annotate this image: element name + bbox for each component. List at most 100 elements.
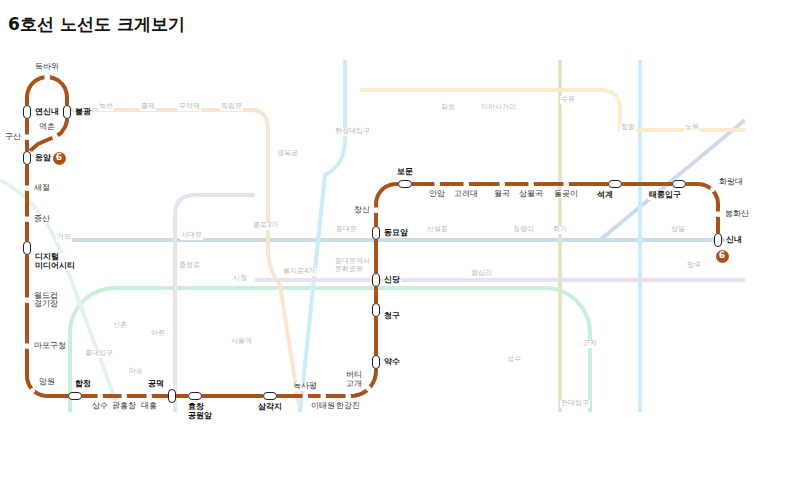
station-dot: 광흥창 xyxy=(122,394,127,399)
station-dot: 망원 xyxy=(30,388,35,393)
background-station-name: 동대문역사 문화공원 xyxy=(334,258,371,273)
background-station-name: 청량리 xyxy=(512,226,535,234)
background-station-name: 녹번 xyxy=(98,103,114,111)
transfer-station-marker: 보문 xyxy=(398,180,412,188)
background-line xyxy=(255,278,745,282)
station-name: 이태원 xyxy=(310,402,336,410)
line-segment xyxy=(469,182,500,186)
station-dot: 버티 고개 xyxy=(366,386,371,391)
line-segment xyxy=(31,138,53,151)
transfer-station-marker: 신당 xyxy=(372,273,380,287)
line-segment xyxy=(35,392,68,396)
station-dot: 창신 xyxy=(374,208,379,213)
station-dot: 월드컵 경기장 xyxy=(25,298,30,303)
background-station-name: 한성대입구 xyxy=(334,128,371,136)
line-segment xyxy=(50,77,68,105)
station-dot: 새절 xyxy=(25,186,30,191)
station-dot: 역촌 xyxy=(53,135,58,140)
station-name: 신내 xyxy=(725,236,743,245)
transfer-station-marker: 삼각지 xyxy=(263,392,277,400)
line-segment xyxy=(622,182,672,186)
station-dot: 안암 xyxy=(435,182,440,187)
transfer-station-marker: 합정 xyxy=(68,392,82,400)
line-segment xyxy=(371,369,376,386)
line-segment xyxy=(374,240,378,273)
station-name: 녹사평 xyxy=(292,382,318,390)
line-segment xyxy=(58,119,68,135)
transfer-station-marker: 약수 xyxy=(372,355,380,369)
background-station-name: 수유 xyxy=(560,96,576,104)
station-dot: 상수 xyxy=(98,394,103,399)
line-segment xyxy=(152,394,169,398)
station-name: 디지털 미디어시티 xyxy=(34,253,76,271)
background-line xyxy=(558,60,562,412)
line-segment xyxy=(351,391,367,396)
station-name: 구산 xyxy=(4,133,22,141)
line-segment xyxy=(25,140,29,152)
station-name: 광흥창 xyxy=(111,402,137,410)
line-segment xyxy=(569,182,609,186)
transfer-station-marker: 불광 xyxy=(63,105,71,119)
background-station-name: 가좌 xyxy=(56,234,72,242)
background-station-name: 상봉 xyxy=(670,226,686,234)
station-name: 응암 xyxy=(34,154,52,163)
background-line xyxy=(638,60,642,412)
background-station-name: 무악재 xyxy=(178,103,201,111)
station-dot: 구산 xyxy=(25,135,30,140)
station-dot: 화랑대 xyxy=(710,187,715,192)
background-station-name: 홍대입구 xyxy=(84,350,114,358)
line-segment xyxy=(326,394,346,398)
background-station-name: 신촌 xyxy=(112,322,128,330)
station-name: 마포구청 xyxy=(33,342,67,350)
station-name: 망원 xyxy=(38,378,56,386)
background-station-name: 망우 xyxy=(686,262,702,270)
station-name: 월드컵 경기장 xyxy=(33,292,59,309)
background-station-name: 회기 xyxy=(552,226,568,234)
station-dot: 녹사평 xyxy=(303,394,308,399)
line-segment xyxy=(374,317,378,355)
line-segment xyxy=(440,182,464,186)
background-station-name: 길음 xyxy=(440,104,456,112)
station-dot: 월곡 xyxy=(500,182,505,187)
station-dot: 증산 xyxy=(25,217,30,222)
station-dot: 돌곶이 xyxy=(564,182,569,187)
background-station-name: 경복궁 xyxy=(276,150,299,158)
station-name: 합정 xyxy=(74,380,92,389)
line-segment xyxy=(25,255,29,298)
station-name: 고려대 xyxy=(453,190,479,198)
line-segment xyxy=(27,77,45,105)
background-line xyxy=(70,288,590,412)
line-badge: 6 xyxy=(716,250,729,263)
line-number: 6 xyxy=(56,153,62,163)
station-dot: 봉화산 xyxy=(716,212,721,217)
station-dot: 고려대 xyxy=(464,182,469,187)
background-station-name: 미아사거리 xyxy=(480,104,517,112)
station-name: 상월곡 xyxy=(518,190,544,198)
station-name: 새절 xyxy=(33,184,51,192)
line-segment xyxy=(534,182,564,186)
station-name: 청구 xyxy=(383,312,401,321)
line-segment xyxy=(505,182,529,186)
station-dot: 한강진 xyxy=(346,394,351,399)
background-station-name: 동대문 xyxy=(335,226,358,234)
line-segment xyxy=(686,184,710,188)
station-dot: 독바위 xyxy=(45,75,50,80)
station-name: 신당 xyxy=(383,276,401,285)
background-station-name: 건대입구 xyxy=(560,400,590,408)
station-name: 태릉입구 xyxy=(648,191,682,200)
line-segment xyxy=(127,394,147,398)
line-segment xyxy=(202,394,263,398)
station-name: 불광 xyxy=(74,108,92,117)
transfer-station-marker: 청구 xyxy=(372,303,380,317)
line-segment xyxy=(374,287,378,303)
transfer-station-marker: 동묘앞 xyxy=(372,226,380,240)
background-station-name: 창동 xyxy=(620,124,636,132)
background-line xyxy=(0,180,120,412)
background-station-name: 충정로 xyxy=(178,262,201,270)
map-title: 6호선 노선도 크게보기 xyxy=(8,13,185,36)
background-station-name: 홍제 xyxy=(140,103,156,111)
station-dot: 이태원 xyxy=(321,394,326,399)
station-name: 버티 고개 xyxy=(345,371,363,388)
background-station-name: 아현 xyxy=(150,330,166,338)
